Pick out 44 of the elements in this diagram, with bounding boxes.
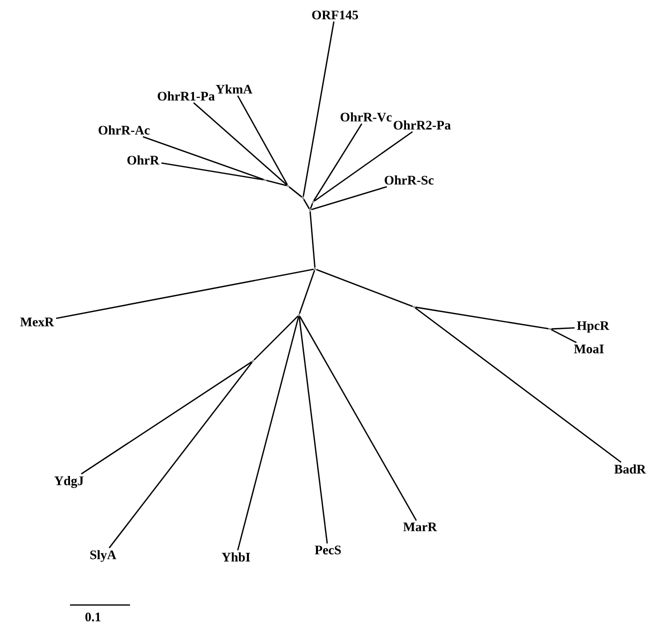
- scale-label: 0.1: [85, 612, 100, 622]
- tree-branch: [414, 307, 622, 463]
- tree-branch: [298, 270, 316, 314]
- leaf-label: HpcR: [576, 321, 610, 333]
- tree-branch: [253, 315, 299, 361]
- tree-branch: [309, 211, 316, 268]
- tree-branch: [551, 327, 575, 330]
- tree-branch: [415, 306, 549, 330]
- leaf-label: MoaI: [574, 344, 604, 354]
- tree-branch: [303, 198, 310, 210]
- tree-branch: [302, 21, 334, 197]
- tree-branch: [310, 202, 314, 209]
- leaf-label: YhbI: [222, 552, 250, 562]
- tree-branch: [142, 136, 264, 180]
- leaf-label: SlyA: [90, 550, 116, 562]
- tree-branch: [299, 316, 417, 521]
- tree-branch: [56, 268, 314, 319]
- tree-branch: [314, 131, 413, 202]
- leaf-label: OhrR1-Pa: [158, 91, 215, 101]
- tree-branch: [237, 95, 288, 186]
- leaf-label: OhrR-Ac: [98, 125, 150, 135]
- tree-branch: [313, 123, 362, 202]
- leaf-label: OhrR-Sc: [384, 175, 434, 185]
- leaf-label: BadR: [614, 464, 646, 474]
- leaf-label: MarR: [403, 522, 438, 532]
- leaf-label: PecS: [314, 546, 341, 554]
- leaf-label: YdgJ: [54, 476, 84, 488]
- tree-branch: [108, 362, 253, 548]
- tree-branch: [316, 268, 414, 308]
- tree-branch: [266, 180, 287, 186]
- leaf-label: MexR: [20, 318, 54, 326]
- tree-branch: [550, 329, 577, 344]
- tree-branch: [311, 186, 388, 210]
- tree-branch: [298, 316, 328, 544]
- leaf-label: OhrR-Vc: [340, 112, 392, 122]
- tree-branch: [237, 316, 300, 550]
- tree-branch: [288, 186, 302, 198]
- leaf-label: YkmA: [216, 84, 252, 94]
- leaf-label: OhrR: [127, 155, 160, 165]
- tree-branch: [193, 102, 288, 186]
- leaf-label: OhrR2-Pa: [394, 120, 451, 130]
- tree-branch: [161, 162, 264, 180]
- leaf-label: ORF145: [312, 10, 358, 20]
- tree-branch: [80, 361, 252, 474]
